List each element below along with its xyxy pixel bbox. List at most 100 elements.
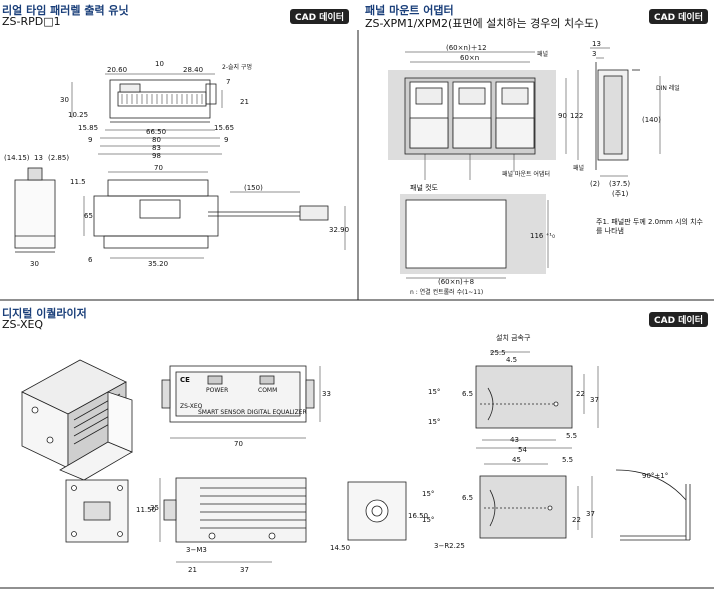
dim-35-20: 35.20 xyxy=(148,260,168,268)
bracket-bottom-dims xyxy=(484,463,593,538)
label-din-rail: DIN 레일 xyxy=(656,84,680,92)
panel-dims-top xyxy=(405,51,579,160)
equalizer-back-view xyxy=(347,481,407,541)
dim-6-5: 6.5 xyxy=(462,390,473,398)
dim-5-5b: 5.5 xyxy=(562,456,573,464)
dim-90: 90 xyxy=(558,112,567,120)
bracket-top-view xyxy=(475,365,573,429)
dim-30: 30 xyxy=(60,96,69,104)
dim-25-5: 25.5 xyxy=(490,349,506,357)
dim-33-eq: 33 xyxy=(322,390,331,398)
dim-60n12: (60×n)＋12 xyxy=(446,44,487,52)
dim-30b: 30 xyxy=(30,260,39,268)
section-title-panel-mount: 패널 마운트 어댑터 xyxy=(365,4,454,17)
equalizer-end-view xyxy=(65,479,129,543)
cutout-dims xyxy=(406,200,549,279)
dim-37-5: (37.5) xyxy=(609,180,630,188)
dim-45: 45 xyxy=(512,456,521,464)
model-equalizer: ZS-XEQ xyxy=(2,318,44,331)
label-comm: COMM xyxy=(258,387,277,394)
dim-11-50: 11.50 xyxy=(136,506,156,514)
dim-3: 3 xyxy=(592,50,596,58)
dim-11-5: 11.5 xyxy=(70,178,86,186)
dim-32-90: 32.90 xyxy=(329,226,349,234)
dim-15d: 15° xyxy=(422,516,434,524)
dim-2-85: (2.85) xyxy=(48,154,69,162)
dim-98: 98 xyxy=(152,152,161,160)
bracket-angle-view xyxy=(615,469,691,541)
dim-43: 43 xyxy=(510,436,519,444)
dim-21-eq: 21 xyxy=(188,566,197,574)
section-title-equalizer: 디지털 이퀄라이저 xyxy=(2,307,87,320)
label-power: POWER xyxy=(206,387,228,394)
dim-65: 65 xyxy=(84,212,93,220)
dim-14-50: 14.50 xyxy=(330,544,350,552)
parallel-dim-lines xyxy=(71,73,223,155)
dim-60n: 60×n xyxy=(460,54,479,62)
n-note: n : 연결 컨트롤러 수(1~11) xyxy=(410,288,483,296)
bracket-bottom-view xyxy=(479,475,567,539)
label-model: ZS-XEQ xyxy=(180,403,203,410)
dim-slot: 2-슬지 구멍 xyxy=(222,63,252,71)
ce-mark: CE xyxy=(180,376,190,384)
dim-2: (2) xyxy=(590,180,600,188)
dim-21: 21 xyxy=(240,98,249,106)
dim-37: 37 xyxy=(590,396,599,404)
controllers-front xyxy=(404,77,536,155)
model-panel-mount: ZS-XPM1/XPM2(표면에 설치하는 경우의 치수도) xyxy=(365,17,599,30)
equalizer-3d-view xyxy=(21,359,133,481)
dim-60n8: (60×n)＋8 xyxy=(438,278,474,286)
parallel-unit-terminal-row xyxy=(121,94,203,104)
dim-122: 122 xyxy=(570,112,583,120)
dim-70-eq: 70 xyxy=(234,440,243,448)
bracket-top-dims xyxy=(476,351,599,449)
cad-data-button-parallel[interactable]: CAD 데이터 xyxy=(290,9,350,24)
panel-mount-legs xyxy=(424,154,515,180)
label-panel: 패널 xyxy=(537,50,548,58)
dim-4-5: 4.5 xyxy=(506,356,517,364)
note-1: (주1) xyxy=(612,190,629,198)
panel-side-view xyxy=(595,62,640,170)
parallel-front-dims xyxy=(83,171,346,259)
dim-13-side: 13 xyxy=(592,40,601,48)
eq-front-dims xyxy=(170,366,321,439)
model-parallel-unit: ZS-RPD□1 xyxy=(2,15,61,28)
bracket-title: 설치 금속구 xyxy=(496,333,531,342)
dim-3r: 3−R2.25 xyxy=(434,542,465,550)
parallel-unit-front-view xyxy=(93,179,329,249)
dim-150: (150) xyxy=(244,184,263,192)
cad-data-button-panel[interactable]: CAD 데이터 xyxy=(649,9,709,24)
dim-37-eq: 37 xyxy=(240,566,249,574)
dim-5-5: 5.5 xyxy=(566,432,577,440)
section-title-parallel-unit: 리얼 타임 패러렐 출력 유닛 xyxy=(2,4,129,17)
label-adapter: 패널 마운트 어댑터 xyxy=(502,170,550,178)
equalizer-side-view xyxy=(163,477,307,543)
dim-70: 70 xyxy=(154,164,163,172)
dim-15c: 15° xyxy=(422,490,434,498)
dim-9a: 9 xyxy=(88,136,92,144)
dim-35-eq: 35 xyxy=(150,504,159,512)
dim-7: 7 xyxy=(226,78,230,86)
dim-15-85: 15.85 xyxy=(78,124,98,132)
dim-37b: 37 xyxy=(586,510,595,518)
dim-116: 116 ⁺¹₀ xyxy=(530,232,555,240)
dim-20-60: 20.60 xyxy=(107,66,127,74)
equalizer-front-view xyxy=(161,365,315,423)
parallel-unit-side-view xyxy=(14,167,56,253)
dim-66-50: 66.50 xyxy=(146,128,166,136)
dim-6: 6 xyxy=(88,256,93,264)
dim-80: 80 xyxy=(152,136,161,144)
dim-15a: 15° xyxy=(428,388,440,396)
dim-90deg: 90°±1° xyxy=(642,472,668,480)
dim-22b: 22 xyxy=(572,516,581,524)
dim-14-15: (14.15) xyxy=(4,154,30,162)
dim-22: 22 xyxy=(576,390,585,398)
dim-13: 13 xyxy=(34,154,43,162)
eq-side-dims xyxy=(159,478,272,563)
dim-54: 54 xyxy=(518,446,527,454)
cutout-hole xyxy=(405,199,507,269)
label-front-text: SMART SENSOR DIGITAL EQUALIZER xyxy=(198,409,307,416)
footnote-panel-thickness: 주1. 패널판 두께 2.0mm 시의 치수를 나타냄 xyxy=(596,218,703,235)
cad-data-button-equalizer[interactable]: CAD 데이터 xyxy=(649,312,709,327)
